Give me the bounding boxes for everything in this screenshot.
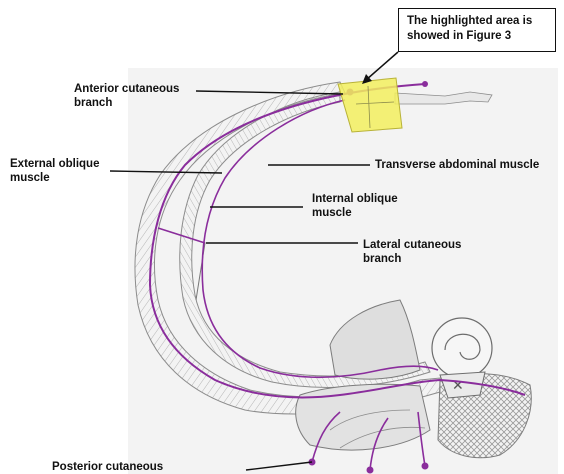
callout-text-line1: The highlighted area is bbox=[407, 14, 547, 29]
posterior-nerve-dot-3 bbox=[422, 463, 429, 470]
psoas-muscle-shape bbox=[296, 384, 430, 450]
posterior-nerve-dot-2 bbox=[367, 467, 374, 474]
label-lateral-line1: Lateral cutaneous bbox=[363, 238, 461, 252]
label-anterior-line1: Anterior cutaneous bbox=[74, 82, 179, 96]
label-anterior-line2: branch bbox=[74, 96, 179, 110]
label-lateral-line2: branch bbox=[363, 252, 461, 266]
label-posterior-line1: Posterior cutaneous bbox=[52, 461, 163, 473]
anterior-nerve-end-dot bbox=[422, 81, 428, 87]
label-lateral-cutaneous-branch: Lateral cutaneous branch bbox=[363, 238, 461, 266]
label-transverse-abdominal-muscle: Transverse abdominal muscle bbox=[375, 158, 539, 172]
label-external-line1: External oblique bbox=[10, 157, 99, 171]
label-external-oblique-muscle: External oblique muscle bbox=[10, 157, 99, 185]
figure-callout-box: The highlighted area is showed in Figure… bbox=[398, 8, 556, 52]
label-external-line2: muscle bbox=[10, 171, 99, 185]
callout-text-line2: showed in Figure 3 bbox=[407, 29, 547, 44]
label-anterior-cutaneous-branch: Anterior cutaneous branch bbox=[74, 82, 179, 110]
vertebral-body bbox=[432, 318, 492, 378]
label-posterior-cutaneous: Posterior cutaneous bbox=[52, 460, 163, 474]
label-internal-oblique-muscle: Internal oblique muscle bbox=[312, 192, 398, 220]
label-internal-line2: muscle bbox=[312, 206, 398, 220]
label-transverse-text: Transverse abdominal muscle bbox=[375, 159, 539, 171]
label-internal-line1: Internal oblique bbox=[312, 192, 398, 206]
